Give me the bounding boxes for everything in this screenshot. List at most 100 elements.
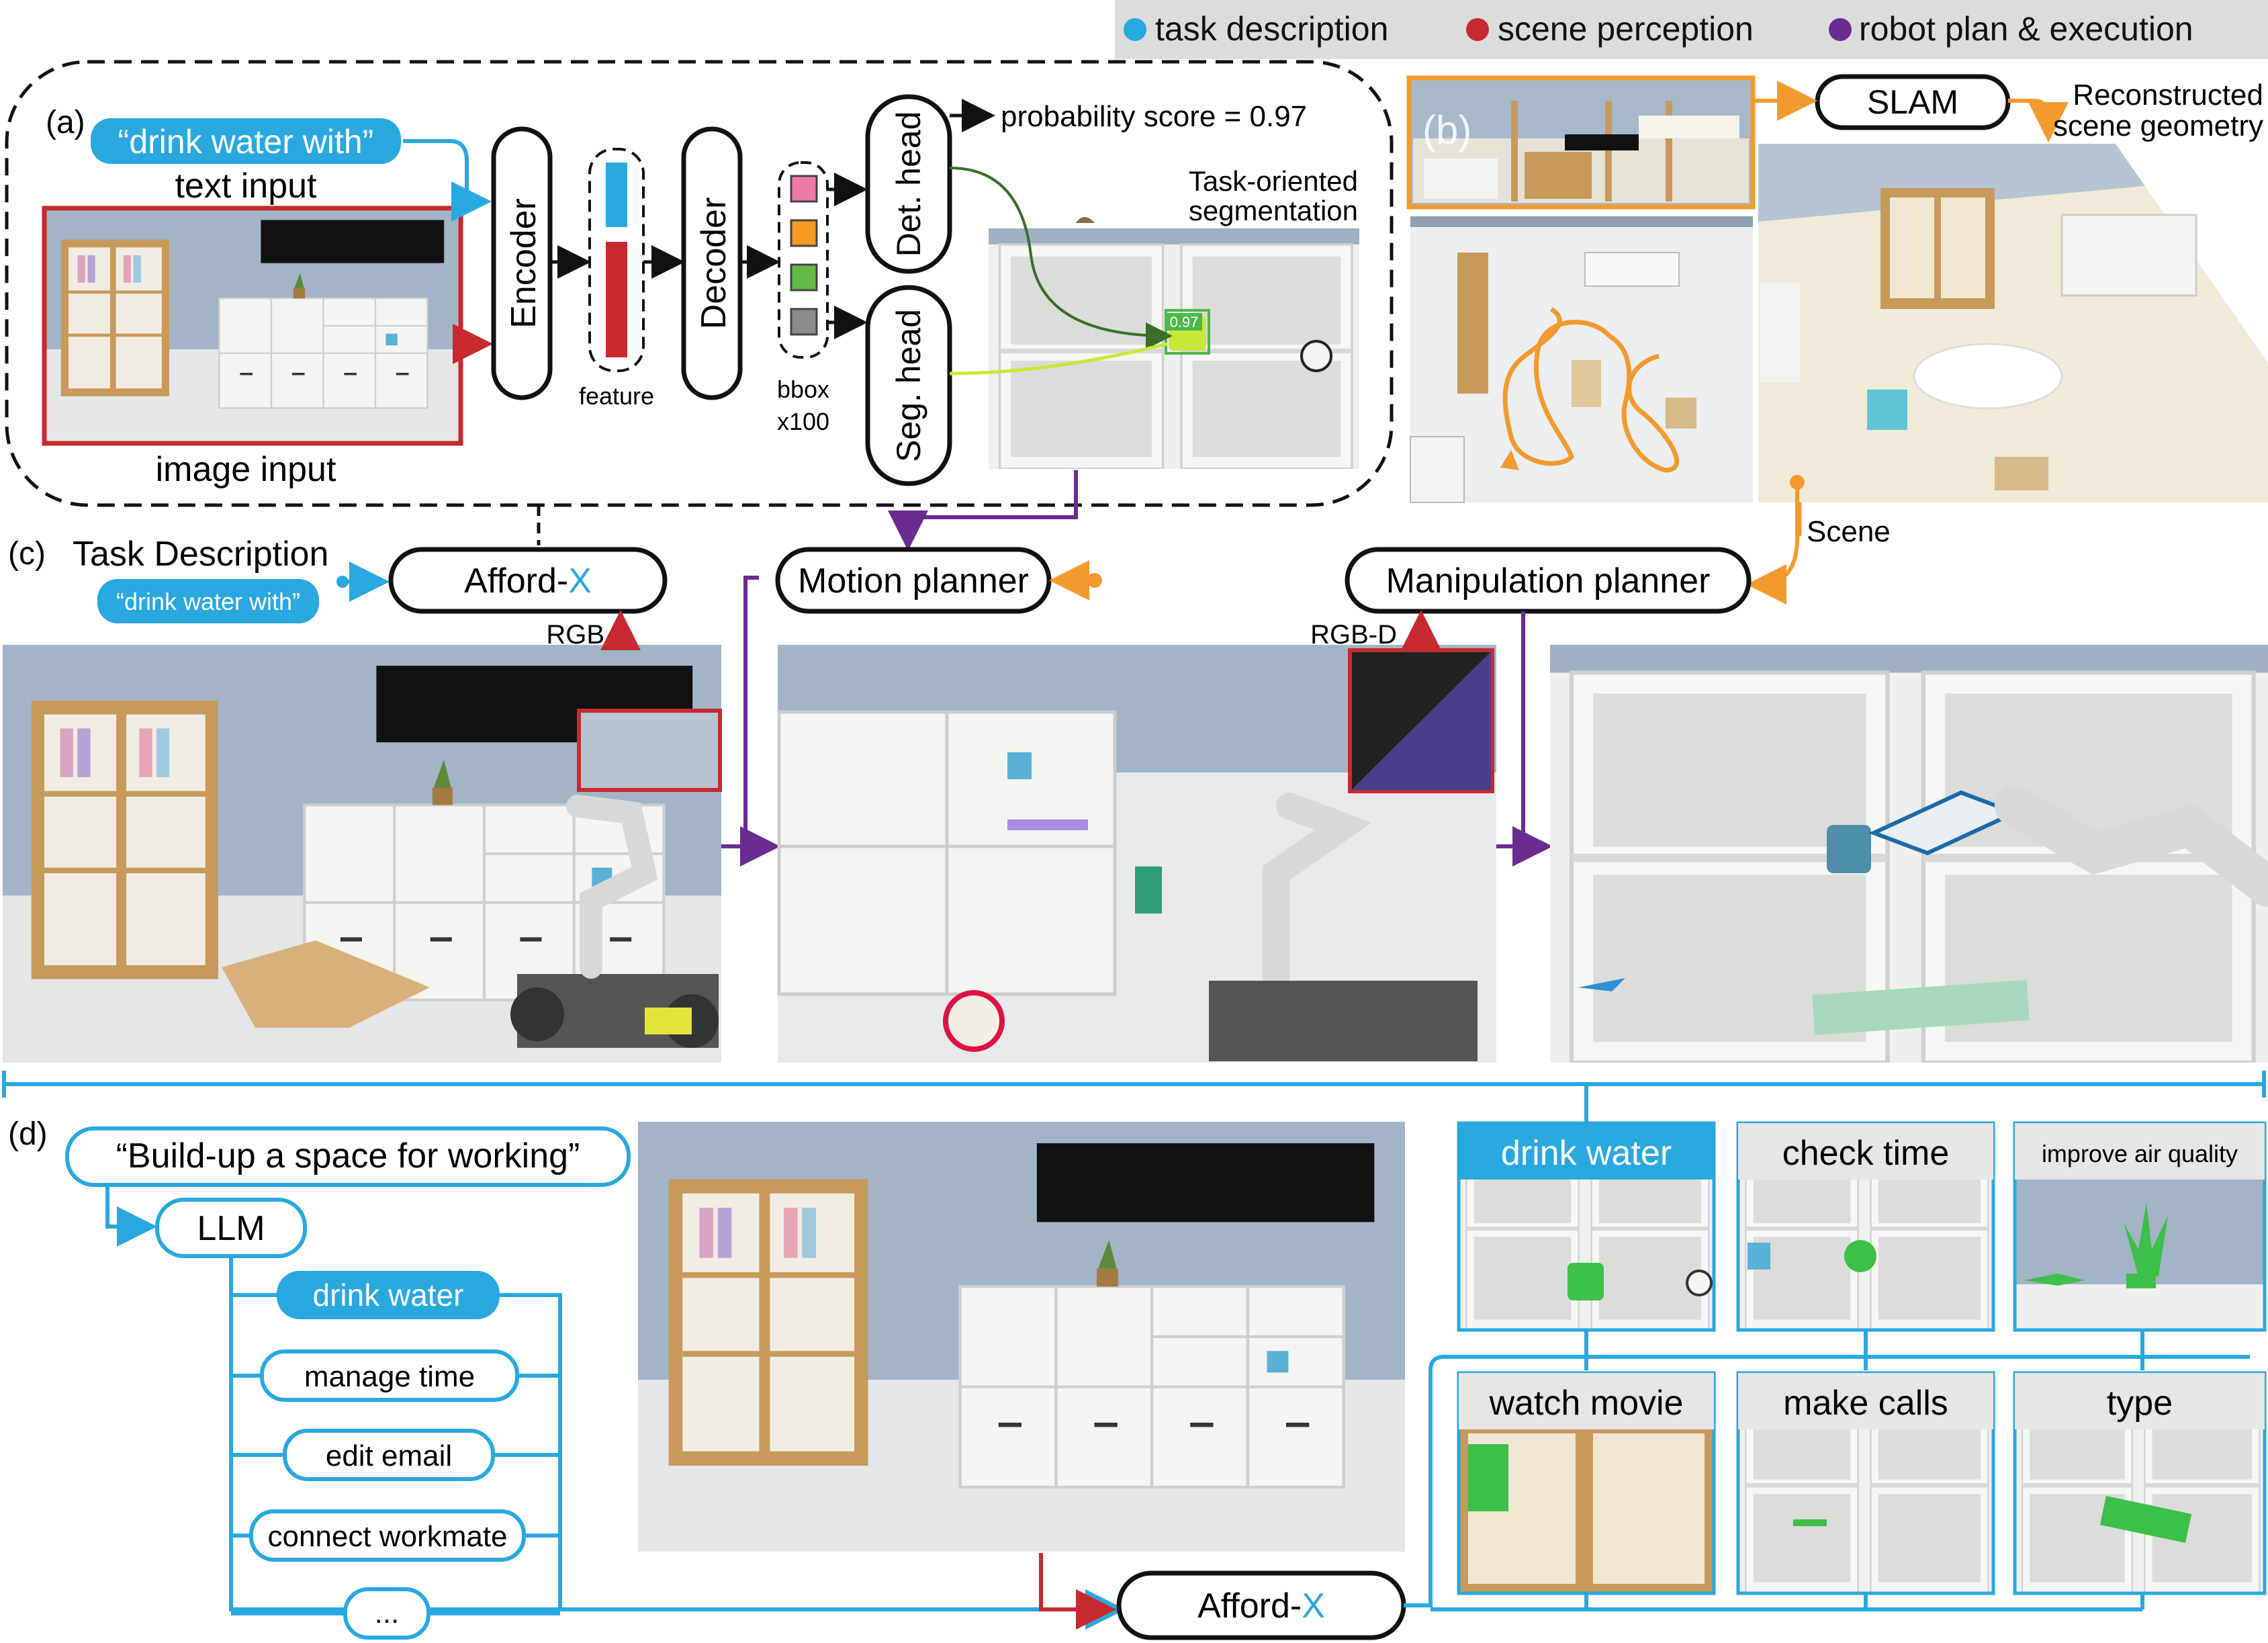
seg-to-motion-arrow <box>888 470 1078 551</box>
keyboard-highlight <box>2099 1495 2192 1544</box>
slam-to-recon-arrow <box>2008 99 2069 142</box>
afford-x-suffix: X <box>568 562 592 601</box>
afford-x-prefix: Afford- <box>464 562 568 601</box>
afford-x-prefix-d: Afford- <box>1197 1587 1302 1626</box>
legend-dot-scene <box>1466 18 1489 41</box>
legend: task description scene perception robot … <box>1115 0 2268 59</box>
goal-text: “Build-up a space for working” <box>116 1137 580 1175</box>
subtask-connect-workmate[interactable] <box>249 1509 526 1562</box>
affordance-card-make-calls[interactable] <box>1736 1371 1995 1595</box>
affordance-card-type[interactable] <box>2013 1371 2267 1595</box>
subtask-edit-email-label: edit email <box>326 1439 452 1472</box>
card-label-check-time: check time <box>1782 1134 1950 1173</box>
scene-to-manip-arrow <box>1746 482 1799 605</box>
rgb-camera-inset <box>577 709 722 792</box>
manipulation-planner-label: Manipulation planner <box>1386 562 1711 601</box>
recon-label-line1: Reconstructed <box>2073 79 2263 112</box>
afford-x-block <box>388 547 668 614</box>
panel-b: (b) SLAM Reconstructed scene geometry <box>1406 74 2268 605</box>
affordance-card-drink-water[interactable] <box>1457 1121 1716 1332</box>
subtask-more-label: ... <box>375 1597 400 1630</box>
bbox-query-orange <box>790 219 818 247</box>
motion-planner-label: Motion planner <box>798 562 1029 601</box>
panel-a-tag: (a) <box>46 105 85 140</box>
legend-label-robot: robot plan & execution <box>1859 10 2193 48</box>
subtask-drink-water[interactable] <box>277 1271 500 1319</box>
card-label-drink-water: drink water <box>1501 1134 1672 1173</box>
motion-to-frame-arrow <box>740 576 780 867</box>
mug-highlight <box>1568 1263 1604 1300</box>
det-to-box-line <box>949 167 1173 349</box>
trajectory-topdown-view <box>1410 216 1753 503</box>
legend-background <box>1115 0 2268 59</box>
afford-x-label-d: Afford-X <box>1197 1587 1325 1626</box>
legend-dot-robot <box>1829 18 1852 41</box>
manipulation-planner-block <box>1345 547 1752 614</box>
scene-label: Scene <box>1807 515 1891 548</box>
panel-d-tag: (d) <box>8 1116 48 1152</box>
card-label-make-calls: make calls <box>1783 1384 1948 1423</box>
panel-a-dashed-frame <box>5 60 1394 507</box>
card-label-air-quality: improve air quality <box>2042 1140 2238 1167</box>
bbox-query-green <box>790 263 818 292</box>
seg-head-label: Seg. head <box>890 309 927 462</box>
decoder-label: Decoder <box>694 197 733 330</box>
legend-label-scene: scene perception <box>1498 10 1754 48</box>
card-label-type: type <box>2107 1384 2173 1423</box>
afford-x-suffix-d: X <box>1302 1587 1325 1626</box>
feature-text-part <box>606 163 627 227</box>
execution-frame-3 <box>1550 645 2268 1063</box>
subtask-edit-email[interactable] <box>283 1429 495 1481</box>
execution-frame-2 <box>777 645 1496 1063</box>
seg-title-line2: segmentation <box>1189 195 1358 226</box>
rgbd-stream-thumbnails <box>1406 75 1756 210</box>
segmentation-output-image: 0.97 <box>989 217 1359 469</box>
rgb-label: RGB <box>546 620 604 650</box>
text-prompt-pill <box>91 118 401 164</box>
affordance-card-air-quality[interactable] <box>2013 1121 2267 1332</box>
task-description-pill <box>97 579 319 623</box>
llm-label: LLM <box>197 1209 265 1248</box>
affordance-card-watch-movie[interactable] <box>1457 1371 1716 1595</box>
bbox-count-label: x100 <box>777 408 829 435</box>
det-head-block <box>865 94 952 274</box>
legend-label-task: task description <box>1155 10 1388 48</box>
panel-b-tag: (b) <box>1422 107 1471 152</box>
subtask-drink-water-label: drink water <box>313 1278 464 1313</box>
score-badge: 0.97 <box>1170 314 1199 330</box>
encoder-label: Encoder <box>504 198 543 328</box>
image-input-photo <box>42 206 463 446</box>
legend-dot-task <box>1124 18 1146 41</box>
subtask-manage-time[interactable] <box>260 1349 519 1402</box>
subtask-connect-workmate-label: connect workmate <box>267 1520 507 1553</box>
feature-frame <box>588 148 645 372</box>
subtask-manage-time-label: manage time <box>304 1360 475 1393</box>
affordance-card-check-time[interactable] <box>1736 1121 1995 1332</box>
goal-box <box>65 1126 631 1187</box>
bbox-query-gray <box>790 308 818 336</box>
text-prompt: “drink water with” <box>118 123 374 161</box>
det-head-label: Det. head <box>890 112 927 257</box>
panel-c-tag: (c) <box>8 536 46 572</box>
phone-highlight <box>1793 1519 1827 1526</box>
clock-highlight <box>1844 1240 1876 1272</box>
slam-label: SLAM <box>1867 83 1958 121</box>
subtask-more[interactable] <box>343 1587 430 1640</box>
bbox-label: bbox <box>777 375 829 403</box>
card-label-watch-movie: watch movie <box>1489 1384 1684 1423</box>
probability-score: probability score = 0.97 <box>1001 100 1307 133</box>
grasped-mug <box>1827 825 1871 873</box>
afford-to-cards-line <box>1404 1355 2250 1607</box>
robot-trajectory <box>1502 307 1680 473</box>
goal-to-llm-arrow <box>105 1185 157 1247</box>
seg-title-line1: Task-oriented <box>1189 165 1358 197</box>
monitor-highlight <box>1468 1444 1508 1511</box>
workspace-scene-image <box>638 1122 1405 1552</box>
execution-frame-1 <box>3 645 722 1063</box>
bbox-frame <box>778 161 829 359</box>
seg-to-mask-line <box>949 342 1168 375</box>
seg-head-block <box>865 285 952 486</box>
panel-d: (d) “Build-up a space for working” LLM d… <box>8 1084 2267 1640</box>
right-rail <box>500 1293 562 1609</box>
